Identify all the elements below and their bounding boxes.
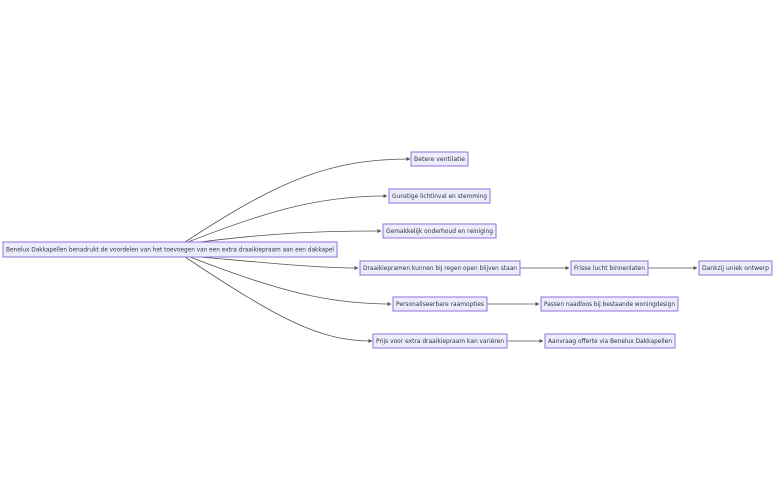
- node-personaliseerbare-raamopties-label: Personaliseerbare raamopties: [396, 301, 484, 308]
- node-aanvraag-offerte-label: Aanvraag offerte via Benelux Dakkapellen: [548, 338, 672, 345]
- node-gunstige-lichtinval: Gunstige lichtinval en stemming: [388, 188, 491, 204]
- node-betere-ventilatie: Betere ventilatie: [410, 151, 469, 167]
- edge-root-n3: [199, 229, 382, 243]
- nodes: Benelux Dakkapellen benadrukt de voordel…: [2, 151, 773, 349]
- node-root: Benelux Dakkapellen benadrukt de voordel…: [2, 241, 338, 258]
- node-prijs-varieren: Prijs voor extra draaikiepraam kan varië…: [372, 333, 508, 349]
- edge-root-n9: [184, 256, 373, 343]
- node-uniek-ontwerp-label: Dankzij uniek ontwerp: [702, 265, 769, 272]
- edge-root-n1: [184, 157, 411, 243]
- edge-root-n2: [187, 194, 388, 243]
- node-frisse-lucht-label: Frisse lucht binnenlaten: [574, 265, 645, 272]
- node-draaikiepramen-regen: Draaikiepramen kunnen bij regen open bli…: [359, 260, 521, 276]
- node-prijs-varieren-label: Prijs voor extra draaikiepraam kan varië…: [376, 338, 504, 345]
- node-uniek-ontwerp: Dankzij uniek ontwerp: [698, 260, 773, 276]
- node-gemakkelijk-onderhoud: Gemakkelijk onderhoud en reiniging: [382, 223, 497, 239]
- edges: [184, 157, 698, 343]
- node-woningdesign: Passen naadloos bij bestaande woningdesi…: [540, 296, 679, 312]
- node-aanvraag-offerte: Aanvraag offerte via Benelux Dakkapellen: [544, 333, 676, 349]
- node-frisse-lucht: Frisse lucht binnenlaten: [570, 260, 649, 276]
- edge-root-n4: [199, 256, 359, 270]
- node-personaliseerbare-raamopties: Personaliseerbare raamopties: [392, 296, 488, 312]
- node-woningdesign-label: Passen naadloos bij bestaande woningdesi…: [544, 301, 675, 308]
- node-betere-ventilatie-label: Betere ventilatie: [414, 156, 465, 163]
- node-gemakkelijk-onderhoud-label: Gemakkelijk onderhoud en reiniging: [386, 228, 493, 235]
- node-root-label: Benelux Dakkapellen benadrukt de voordel…: [6, 247, 334, 254]
- node-gunstige-lichtinval-label: Gunstige lichtinval en stemming: [392, 193, 487, 200]
- node-draaikiepramen-regen-label: Draaikiepramen kunnen bij regen open bli…: [363, 265, 517, 272]
- edge-root-n7: [189, 256, 392, 306]
